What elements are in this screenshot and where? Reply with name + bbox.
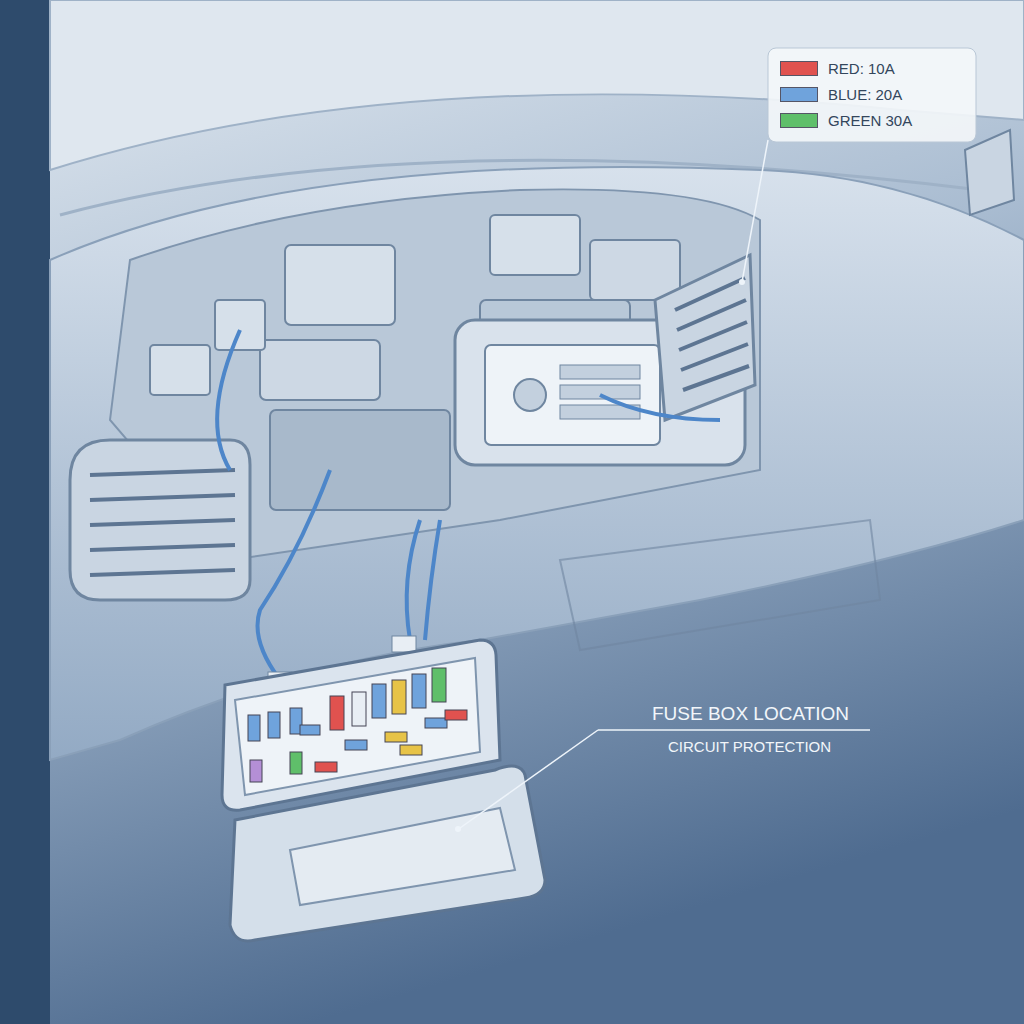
legend-text: RED: 10A	[828, 60, 895, 77]
callout-sublabel: CIRCUIT PROTECTION	[668, 738, 831, 755]
fuse-box-lid	[230, 766, 545, 941]
legend-swatch	[780, 87, 818, 102]
side-band	[0, 0, 50, 1024]
legend-row: RED: 10A	[780, 58, 895, 78]
legend-panel	[768, 48, 976, 142]
leader-line	[598, 729, 870, 731]
legend-row: BLUE: 20A	[780, 84, 902, 104]
legend-row: GREEN 30A	[780, 110, 912, 130]
legend-swatch	[780, 61, 818, 76]
legend-swatch	[780, 113, 818, 128]
legend-text: GREEN 30A	[828, 112, 912, 129]
legend-text: BLUE: 20A	[828, 86, 902, 103]
legend: RED: 10A BLUE: 20A GREEN 30A	[768, 48, 976, 142]
callout-label: FUSE BOX LOCATION	[652, 703, 849, 725]
leader-line	[742, 140, 768, 282]
